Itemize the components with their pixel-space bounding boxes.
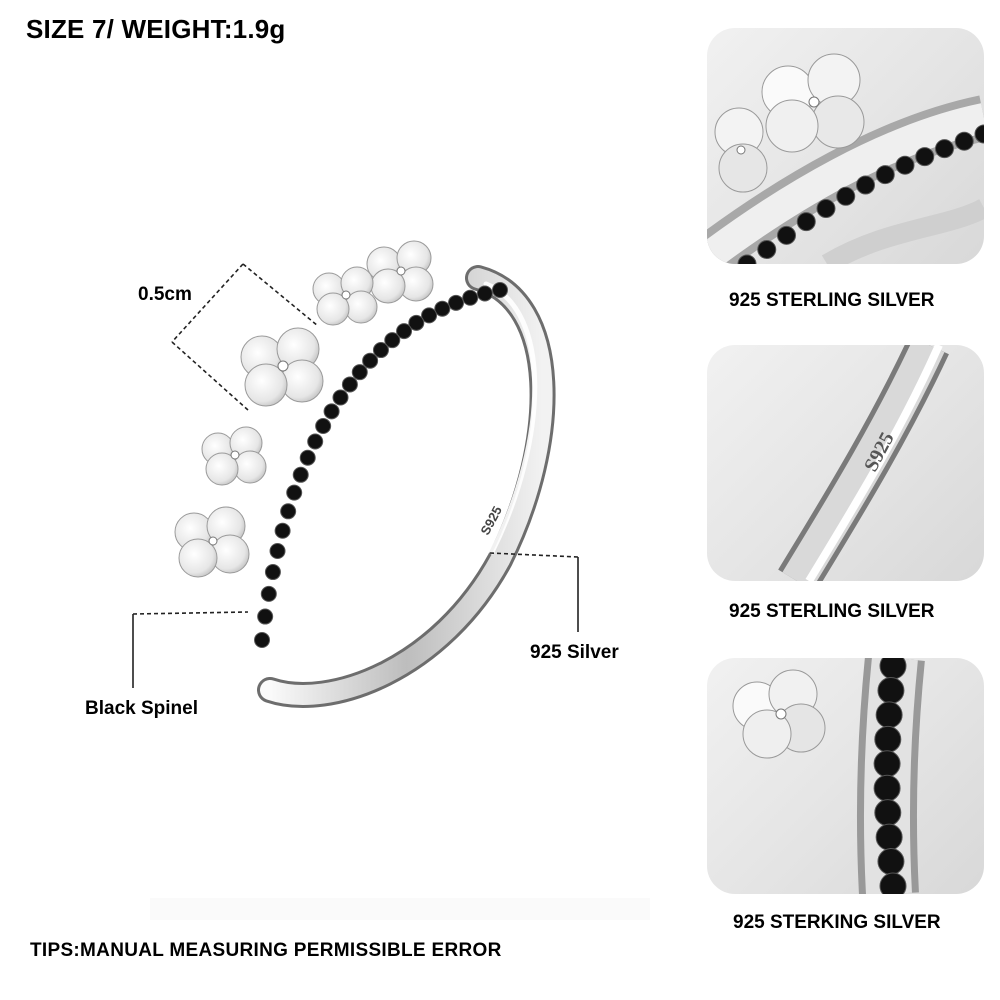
closeup-stamp-image: S925 [778,345,949,581]
spinel-stone [915,147,935,167]
ring-band [257,265,556,708]
spinel-stone [323,403,340,420]
spinel-stone [372,342,389,359]
spinel-stone [351,364,368,381]
spinel-stone [954,131,974,151]
spinel-stone [874,725,902,753]
spinel-stone [874,799,902,827]
spinel-stone [796,212,816,232]
spinel-stone [476,285,493,302]
spinel-stone [274,522,291,539]
spinel-stone [269,543,286,560]
spinel-stone-row [254,282,508,648]
spinel-stone [895,155,915,175]
silver-callout-lines [489,552,579,632]
spinel-stone [254,632,270,648]
silver-label: 925 Silver [530,642,619,663]
spinel-stone [856,175,875,195]
spinel-stone [299,449,316,466]
spinel-stone [757,240,777,260]
spinel-stone [777,225,796,245]
size-measure-lines [171,263,319,411]
spinel-stone [307,433,324,450]
flower-crown [174,240,434,578]
spinel-stone [877,848,905,876]
spinel-stone [332,389,349,406]
spinel-stone [257,608,274,625]
ring-product-image: S925 [132,240,650,920]
spinel-stone [492,282,508,298]
spinel-stone [384,332,401,349]
detail-caption-2: 925 STERLING SILVER [729,601,935,622]
spinel-stone [836,186,856,206]
spinel-stone [434,300,451,317]
spinel-stone [935,139,954,159]
spinel-stone [875,701,903,729]
floor-shadow [150,898,650,920]
closeup-spinel-image [732,658,925,894]
spinel-stone [396,323,413,340]
detail-panel-flowers [707,28,984,264]
spinel-stone [315,418,332,435]
spinel-stone [462,289,479,306]
spinel-stone [264,564,281,581]
spinel-stone [875,165,895,185]
detail-panel-stones [707,658,984,894]
spinel-stone [260,585,277,602]
measuring-tip: TIPS:MANUAL MEASURING PERMISSIBLE ERROR [30,940,502,961]
spinel-stone [873,750,901,778]
spinel-stone [408,314,425,331]
spinel-stone [286,484,303,501]
spinel-stone [280,503,297,520]
page-title: SIZE 7/ WEIGHT:1.9g [26,14,286,44]
spinel-callout-lines [132,611,249,688]
spinel-stone [816,199,836,219]
spinel-stone [877,676,905,704]
spinel-stone [362,352,379,369]
detail-caption-3: 925 STERKING SILVER [733,912,941,933]
spinel-stone [875,823,903,851]
detail-caption-1: 925 STERLING SILVER [729,290,935,311]
detail-panel-stamp: S925 [707,345,984,581]
spinel-stone [341,376,358,393]
spinel-stone [879,872,907,894]
spinel-stone [879,658,907,680]
closeup-flower-stones-image [707,53,984,264]
spinel-stone [421,307,438,324]
spinel-stone [873,774,901,802]
spinel-stone [974,124,984,144]
spinel-label: Black Spinel [85,698,198,719]
spinel-stone [448,294,465,311]
size-label: 0.5cm [138,284,192,305]
spinel-stone [292,466,309,483]
spinel-stone [737,254,757,264]
